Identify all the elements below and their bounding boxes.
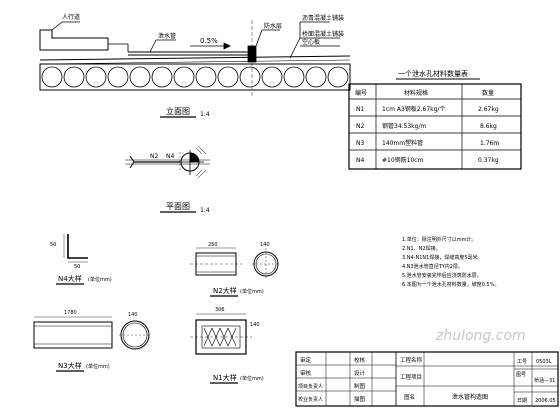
n3-detail <box>33 316 151 350</box>
svg-text:1cm A3钢板2.67kg/个: 1cm A3钢板2.67kg/个 <box>382 105 445 113</box>
n4-sub: (单位mm) <box>88 276 112 283</box>
svg-text:N2: N2 <box>356 123 364 130</box>
plan-label-n2: N2 <box>150 153 158 160</box>
tb-label-design: 设计 <box>354 369 366 377</box>
table-row: N2 钢管34.53kg/m 8.6kg <box>356 122 497 130</box>
svg-text:2.N1、N2焊接。: 2.N1、N2焊接。 <box>402 245 441 252</box>
svg-text:5.泄水管安装完毕后应浇筑防水层。: 5.泄水管安装完毕后应浇筑防水层。 <box>402 272 482 279</box>
tb-job-no: 0503L <box>536 359 552 365</box>
tb-label-check: 校核 <box>354 356 366 364</box>
svg-text:4.N3泄水管直径TY内2层。: 4.N3泄水管直径TY内2层。 <box>402 263 463 270</box>
tb-drawing-no-label: 图号 <box>516 372 526 378</box>
plan-label-n4: N4 <box>166 153 174 160</box>
notes-block: 1.单位：除注明外尺寸以mm计。 2.N1、N2焊接。 3.N4-N1N1焊接，… <box>402 236 499 288</box>
tb-drawing-name: 泄水管构造图 <box>452 393 488 401</box>
n4-dim-v: 50 <box>50 242 56 248</box>
tb-label-approve: 审定 <box>300 356 312 364</box>
n3-title: N3大样 <box>58 361 82 370</box>
label-asphalt: 沥青混凝土铺装 <box>302 14 344 22</box>
table-header-no: 编号 <box>355 89 367 97</box>
tb-label-project-lead: 项目负责人 <box>298 383 323 390</box>
n1-title: N1大样 <box>213 373 237 382</box>
svg-text:N3: N3 <box>356 140 364 147</box>
label-slope: 0.5% <box>200 37 218 45</box>
tb-label-review: 审核 <box>300 369 312 377</box>
tb-project-name-label: 工程名称 <box>400 356 423 364</box>
label-deck-concrete: 桥面混凝土铺装 <box>302 30 344 38</box>
svg-text:0.37kg: 0.37kg <box>478 157 499 164</box>
hollow-slab-beam <box>39 63 351 91</box>
n1-detail <box>190 313 252 355</box>
n3-sub: (单位mm) <box>86 363 110 370</box>
title-block <box>295 351 559 407</box>
label-beam: 空心板 <box>302 38 320 46</box>
n1-dim-dia: 140 <box>250 322 260 328</box>
svg-text:8.6kg: 8.6kg <box>480 123 497 130</box>
table-row: N4 #10钢筋10cm 0.37kg <box>356 156 499 164</box>
n3-dim-dia: 140 <box>128 312 138 318</box>
n2-title: N2大样 <box>213 286 237 295</box>
plan-scale: 1:4 <box>200 207 210 214</box>
material-table <box>348 83 522 170</box>
svg-text:1.76m: 1.76m <box>480 140 499 147</box>
n4-title: N4大样 <box>58 274 82 283</box>
svg-text:钢管34.53kg/m: 钢管34.53kg/m <box>382 122 426 130</box>
table-header-qty: 数量 <box>482 89 494 97</box>
tb-date-label: 日期 <box>517 398 527 404</box>
hollow-cores <box>41 66 349 88</box>
watermark: zhulong.com <box>435 328 526 344</box>
table-header-spec: 材料规格 <box>404 89 428 97</box>
table-row: N3 140mm塑料管 1.76m <box>356 139 499 147</box>
svg-text:#10钢筋10cm: #10钢筋10cm <box>382 156 424 164</box>
svg-text:N4: N4 <box>356 157 364 164</box>
n1-sub: (单位mm) <box>240 375 264 382</box>
tb-category: 桥涵—31 <box>534 377 555 384</box>
tb-label-school-lead: 校业负责人 <box>298 396 323 403</box>
elevation-title: 立面图 <box>166 106 190 116</box>
n4-detail <box>63 234 88 263</box>
n2-detail <box>190 247 280 280</box>
label-drain-pipe: 泄水管 <box>158 32 176 40</box>
n2-dim-len: 250 <box>208 242 218 248</box>
tb-date: 2006.05 <box>535 398 556 404</box>
label-waterproof: 防水层 <box>264 22 282 30</box>
elevation-view <box>39 20 351 96</box>
tb-label-trace: 描图 <box>354 395 366 403</box>
svg-text:N1: N1 <box>356 106 364 113</box>
label-sidewalk: 人行道 <box>62 13 80 21</box>
tb-label-draft: 制图 <box>354 382 366 390</box>
n1-dim-len: 306 <box>215 307 225 313</box>
deck-surface <box>39 55 351 61</box>
plan-view <box>125 145 210 179</box>
tb-drawing-name-label: 图名 <box>404 393 415 401</box>
svg-text:3.N4-N1N1焊接，焊缝高度5毫米。: 3.N4-N1N1焊接，焊缝高度5毫米。 <box>402 254 483 261</box>
n2-dim-dia: 140 <box>260 242 270 248</box>
tb-project-item-label: 工程项目 <box>400 373 422 381</box>
sidewalk-block <box>39 29 109 51</box>
svg-text:1.单位：除注明外尺寸以mm计。: 1.单位：除注明外尺寸以mm计。 <box>402 236 477 243</box>
table-title: 一个泄水孔材料数量表 <box>398 69 468 78</box>
svg-text:6.本图为一个泄水孔材料数量，坡度0.5%。: 6.本图为一个泄水孔材料数量，坡度0.5%。 <box>402 281 499 288</box>
svg-text:140mm塑料管: 140mm塑料管 <box>382 139 423 147</box>
n4-dim-h: 50 <box>74 264 80 270</box>
n3-dim-len: 1780 <box>64 310 77 316</box>
svg-text:2.67kg: 2.67kg <box>478 106 499 113</box>
tb-job-no-label: 工号 <box>517 359 527 365</box>
n2-sub: (单位mm) <box>240 288 264 295</box>
plan-title: 平面图 <box>166 202 190 211</box>
table-row: N1 1cm A3钢板2.67kg/个 2.67kg <box>356 105 499 113</box>
elevation-scale: 1:4 <box>200 111 210 118</box>
